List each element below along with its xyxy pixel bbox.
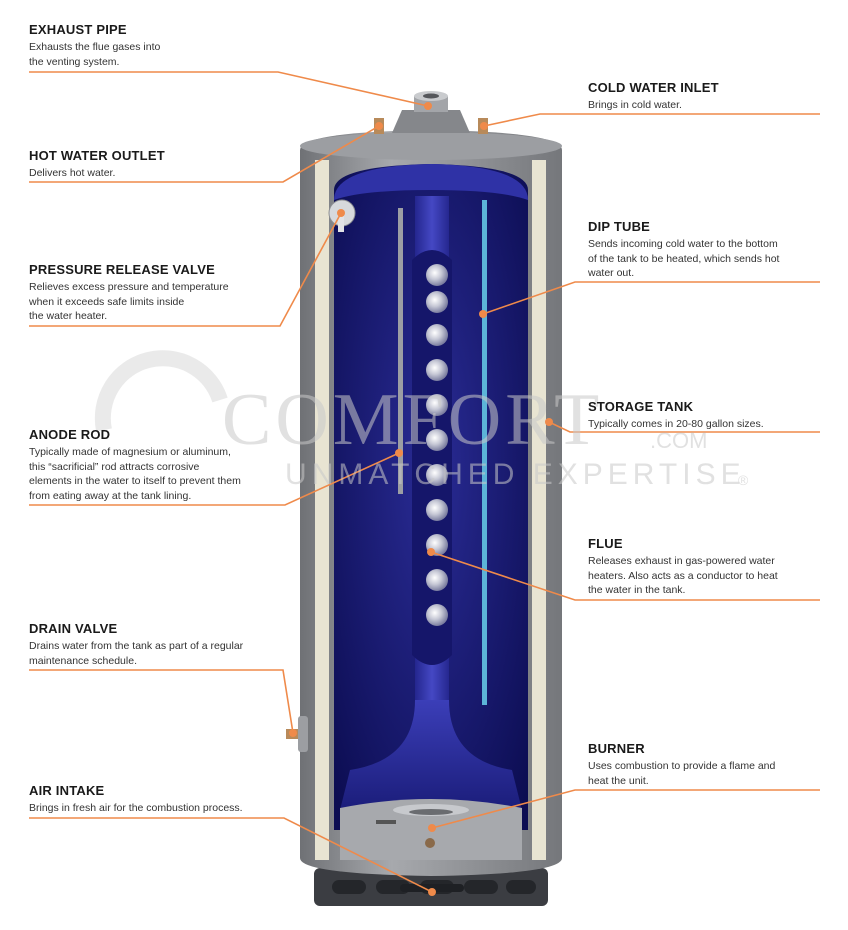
callout-anode-rod: ANODE ROD Typically made of magnesium or… bbox=[29, 427, 289, 503]
callout-title: PRESSURE RELEASE VALVE bbox=[29, 262, 215, 277]
callout-desc: Uses combustion to provide a flame and h… bbox=[588, 760, 776, 787]
flue-baffle bbox=[426, 264, 448, 626]
watermark-tagline: UNMATCHED EXPERTISE bbox=[285, 458, 746, 491]
callout-dip-tube: DIP TUBE Sends incoming cold water to th… bbox=[588, 219, 818, 281]
callout-title: BURNER bbox=[588, 741, 645, 756]
callout-desc: Delivers hot water. bbox=[29, 167, 116, 179]
watermark-swoosh-icon bbox=[94, 350, 228, 432]
insulation-right bbox=[532, 160, 546, 860]
callout-cold-water-inlet: COLD WATER INLET Brings in cold water. bbox=[588, 80, 818, 113]
watermark-brand: COMFORT bbox=[222, 379, 604, 461]
exhaust-pipe bbox=[392, 110, 470, 133]
callout-exhaust-pipe: EXHAUST PIPE Exhausts the flue gases int… bbox=[29, 22, 289, 69]
watermark-reg: ® bbox=[738, 472, 749, 488]
callout-title: COLD WATER INLET bbox=[588, 80, 719, 95]
anode-rod bbox=[398, 208, 403, 494]
callout-desc: Sends incoming cold water to the bottom … bbox=[588, 238, 780, 279]
callout-title: AIR INTAKE bbox=[29, 783, 105, 798]
callout-title: EXHAUST PIPE bbox=[29, 22, 127, 37]
insulation-left bbox=[315, 160, 329, 860]
callout-desc: Exhausts the flue gases into the venting… bbox=[29, 41, 161, 68]
watermark-tld: .COM bbox=[650, 428, 708, 453]
callout-desc: Typically comes in 20-80 gallon sizes. bbox=[588, 418, 764, 430]
leader-lines bbox=[29, 71, 820, 893]
callout-hot-water-outlet: HOT WATER OUTLET Delivers hot water. bbox=[29, 148, 289, 181]
callout-title: DIP TUBE bbox=[588, 219, 651, 234]
dip-tube bbox=[482, 200, 487, 705]
leader-dots bbox=[289, 102, 553, 896]
callout-desc: Releases exhaust in gas-powered water he… bbox=[588, 555, 778, 596]
callout-title: DRAIN VALVE bbox=[29, 621, 118, 636]
callout-desc: Brings in cold water. bbox=[588, 99, 682, 111]
callout-pressure-release-valve: PRESSURE RELEASE VALVE Relieves excess p… bbox=[29, 262, 289, 324]
callout-flue: FLUE Releases exhaust in gas-powered wat… bbox=[588, 536, 818, 598]
callout-air-intake: AIR INTAKE Brings in fresh air for the c… bbox=[29, 783, 289, 816]
callout-desc: Relieves excess pressure and temperature… bbox=[29, 281, 229, 322]
callout-title: HOT WATER OUTLET bbox=[29, 148, 165, 163]
callout-title: FLUE bbox=[588, 536, 623, 551]
callout-drain-valve: DRAIN VALVE Drains water from the tank a… bbox=[29, 621, 289, 668]
callout-desc: Drains water from the tank as part of a … bbox=[29, 640, 244, 667]
callout-storage-tank: STORAGE TANK Typically comes in 20-80 ga… bbox=[588, 399, 818, 432]
watermark bbox=[94, 350, 228, 432]
callout-desc: Brings in fresh air for the combustion p… bbox=[29, 802, 243, 814]
callout-title: ANODE ROD bbox=[29, 427, 111, 442]
callout-title: STORAGE TANK bbox=[588, 399, 694, 414]
callout-burner: BURNER Uses combustion to provide a flam… bbox=[588, 741, 818, 788]
callout-desc: Typically made of magnesium or aluminum,… bbox=[29, 446, 241, 502]
